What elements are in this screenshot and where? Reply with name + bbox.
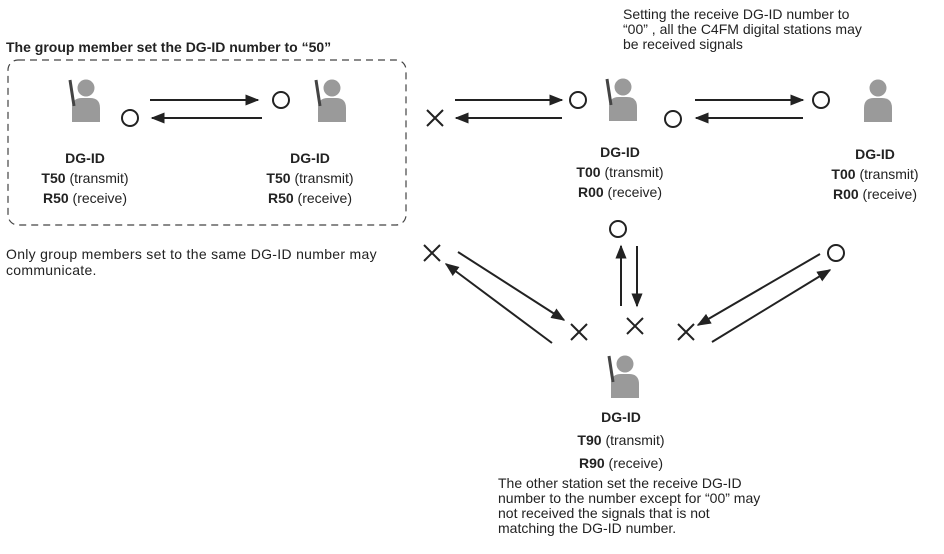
bottom-note: The other station set the receive DG-ID … [498,475,761,536]
person-icon [318,79,346,122]
tx-code: T50 [266,170,291,186]
group-note: Only group members set to the same DG-ID… [6,246,377,278]
station-label: DG-ID T00 (transmit) R00 (receive) [565,142,675,202]
station-label: DG-ID T90 (transmit) R90 (receive) [566,406,676,475]
dgid-heading: DG-ID [600,144,640,160]
radio-icon [314,79,322,107]
tx-label: (transmit) [69,170,129,186]
rx-label: (receive) [608,455,664,471]
received-circle-icon [569,91,587,109]
group-title: The group member set the DG-ID number to… [6,39,332,55]
received-circle-icon [121,109,139,127]
person-icon [609,78,637,121]
received-circle-icon [827,244,845,262]
top-note: Setting the receive DG-ID number to “00”… [623,6,862,52]
dgid-heading: DG-ID [65,150,105,166]
person-icon [864,79,892,122]
received-circle-icon [812,91,830,109]
arrow-s5-to-group [444,263,553,344]
rx-code: R50 [42,190,69,206]
arrow-group-to-s5 [457,251,566,321]
tx-label: (transmit) [294,170,354,186]
dgid-heading: DG-ID [601,409,641,425]
rx-label: (receive) [862,186,918,202]
tx-code: T50 [41,170,66,186]
station-label: DG-ID T00 (transmit) R00 (receive) [820,144,930,204]
group-frame [7,59,407,226]
tx-label: (transmit) [859,166,919,182]
rx-code: R50 [267,190,294,206]
radio-icon [68,79,76,107]
radio-icon [607,355,615,383]
radio-icon [605,78,613,106]
tx-code: T90 [577,432,602,448]
rx-label: (receive) [72,190,128,206]
received-circle-icon [272,91,290,109]
rx-label: (receive) [607,184,663,200]
not-received-cross-icon [677,323,695,341]
tx-label: (transmit) [604,164,664,180]
not-received-cross-icon [426,109,444,127]
not-received-cross-icon [626,317,644,335]
rx-code: R90 [578,455,605,471]
station-label: DG-ID T50 (transmit) R50 (receive) [30,148,140,208]
received-circle-icon [664,110,682,128]
rx-label: (receive) [297,190,353,206]
arrow-s5-to-s4 [711,269,832,343]
not-received-cross-icon [570,323,588,341]
person-icon [72,79,100,122]
tx-label: (transmit) [605,432,665,448]
arrow-s4-to-s5 [696,253,821,326]
rx-code: R00 [832,186,859,202]
station-label: DG-ID T50 (transmit) R50 (receive) [255,148,365,208]
dgid-heading: DG-ID [290,150,330,166]
tx-code: T00 [576,164,601,180]
received-circle-icon [609,220,627,238]
rx-code: R00 [577,184,604,200]
tx-code: T00 [831,166,856,182]
person-icon [611,355,639,398]
dgid-heading: DG-ID [855,146,895,162]
not-received-cross-icon [423,244,441,262]
